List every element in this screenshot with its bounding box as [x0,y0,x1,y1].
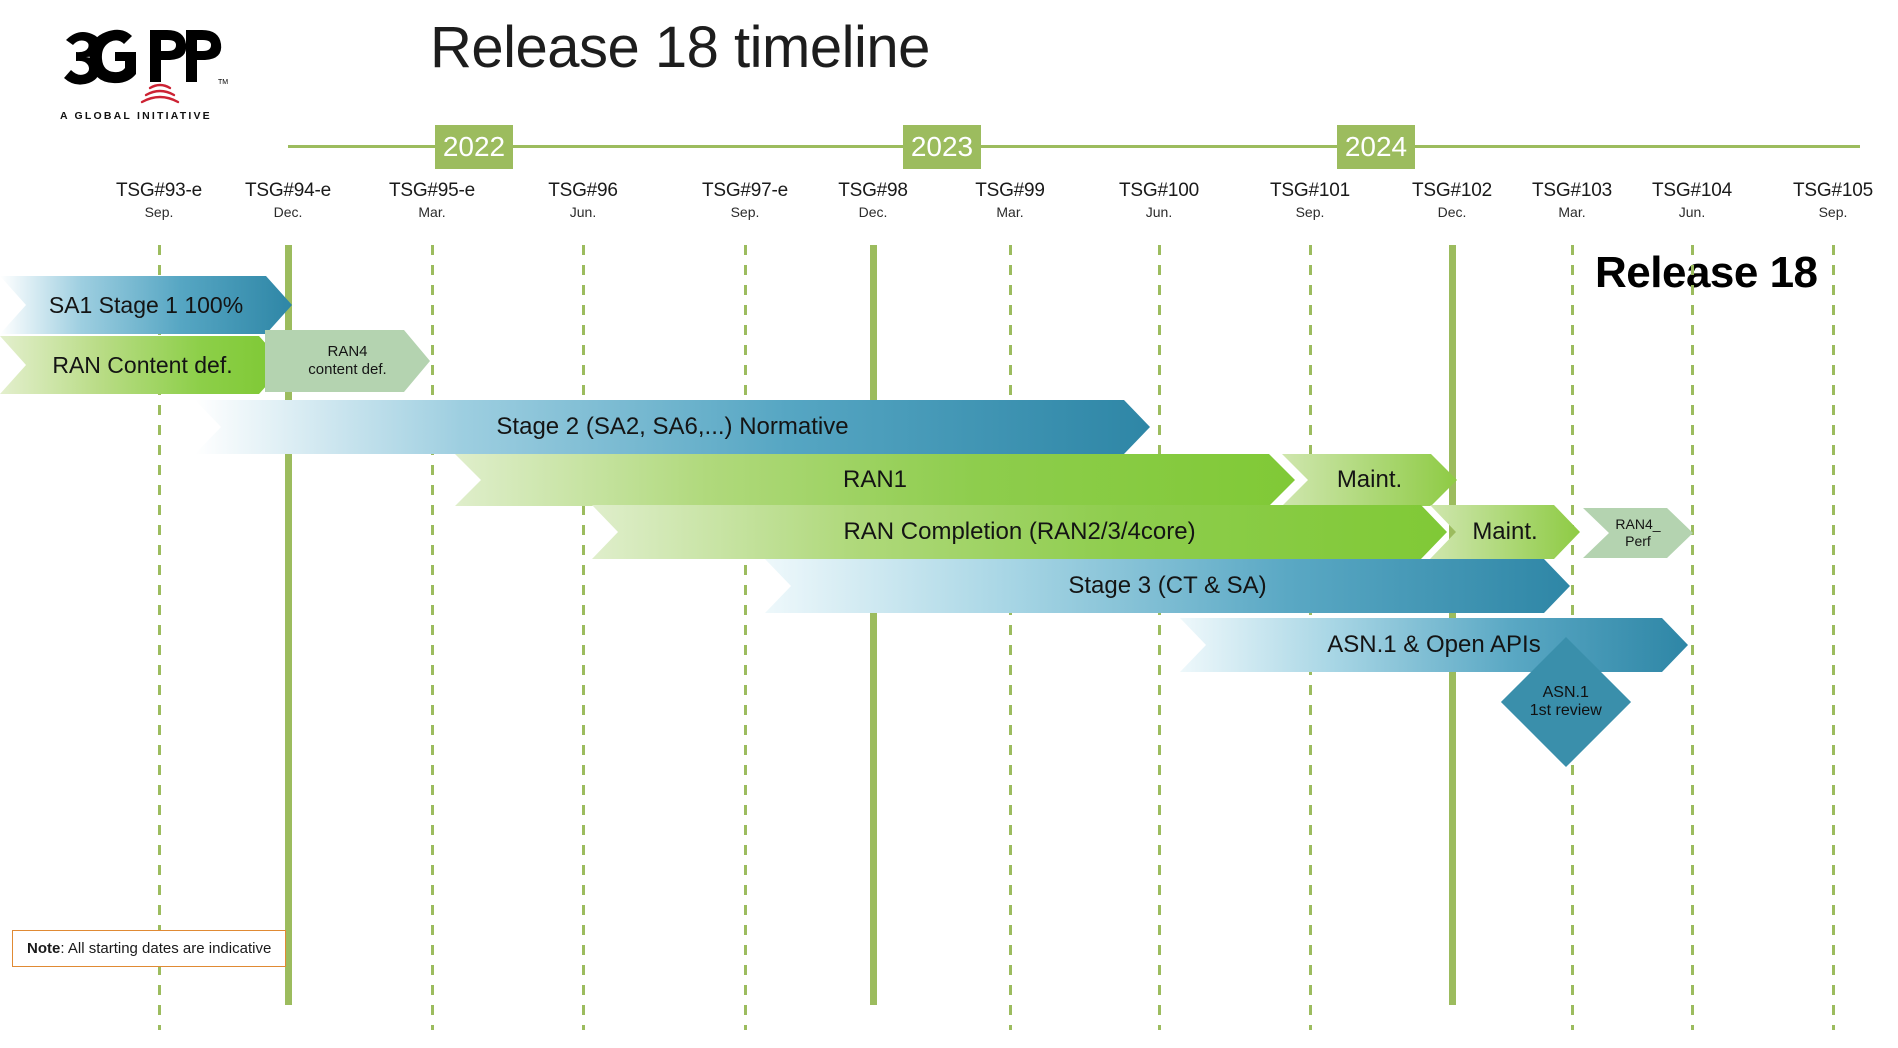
tick-month: Sep. [730,204,760,220]
bar-ran-completion-maint: Maint. [1430,505,1580,559]
bar-sa1-stage-1: SA1 Stage 1 100% [0,276,292,334]
tick-name: TSG#101 [1270,180,1350,201]
note-box: Note: All starting dates are indicative [12,930,287,967]
bar-label-ran1-maint: Maint. [1336,466,1403,493]
tick-name: TSG#99 [975,180,1045,201]
note-text: : All starting dates are indicative [60,940,272,957]
bar-stage-2-normative: Stage 2 (SA2, SA6,...) Normative [195,400,1150,454]
tick-name: TSG#96 [548,180,618,201]
bar-stage-3: Stage 3 (CT & SA) [765,559,1570,613]
tick-month: Mar. [1558,204,1586,220]
diamond-line-1: ASN.1 [1542,683,1590,701]
tick-month: Jun. [1678,204,1706,220]
bar-label-ran-completion: RAN Completion (RAN2/3/4core) [843,518,1196,545]
year-box-2022: 2022 [435,125,513,169]
bar-label-stage-2-normative: Stage 2 (SA2, SA6,...) Normative [496,413,849,440]
gridline-tsg99 [1009,245,1012,1030]
release-badge: Release 18 [1595,248,1818,297]
tick-name: TSG#97-e [701,180,789,201]
year-axis-segment-2 [981,145,1337,148]
tick-month: Jun. [569,204,597,220]
tick-name: TSG#105 [1793,180,1873,201]
note-label: Note [27,940,61,957]
bar-ran-completion: RAN Completion (RAN2/3/4core) [592,505,1447,559]
tick-month: Dec. [1437,204,1467,220]
svg-text:TM: TM [218,79,228,86]
tick-month: Mar. [418,204,446,220]
bar-label-ran4-perf: RAN4_Perf [1615,516,1661,549]
3gpp-logo: TM [58,18,228,118]
bar-ran1: RAN1 [455,454,1295,506]
bar-label-ran-completion-maint: Maint. [1472,518,1538,545]
tick-month: Jun. [1145,204,1173,220]
bar-ran1-maint: Maint. [1282,454,1457,506]
logo-tagline: A GLOBAL INITIATIVE [60,110,212,122]
tick-name: TSG#102 [1412,180,1492,201]
tick-name: TSG#100 [1119,180,1199,201]
gridline-tsg96 [582,245,585,1030]
gridline-tsg93-e [158,245,161,1030]
year-box-2023: 2023 [903,125,981,169]
tick-name: TSG#103 [1532,180,1612,201]
year-box-2024: 2024 [1337,125,1415,169]
tick-name: TSG#95-e [388,180,476,201]
gridline-tsg95-e [431,245,434,1030]
gridline-tsg97-e [744,245,747,1030]
tick-month: Mar. [996,204,1024,220]
bar-ran-content-def: RAN Content def. [0,336,285,394]
tick-name: TSG#98 [838,180,908,201]
gridline-tsg104 [1691,245,1694,1030]
gridline-tsg100 [1158,245,1161,1030]
tick-month: Dec. [858,204,888,220]
tick-month: Sep. [1818,204,1848,220]
tick-name: TSG#94-e [244,180,332,201]
gridline-tsg94-e [285,245,292,1005]
page-title: Release 18 timeline [430,15,930,80]
tick-name: TSG#104 [1652,180,1732,201]
gridline-tsg105 [1832,245,1835,1030]
bar-label-sa1-stage-1: SA1 Stage 1 100% [48,291,244,318]
year-axis-segment-3 [1415,145,1860,148]
bar-label-stage-3: Stage 3 (CT & SA) [1068,572,1267,599]
bar-label-asn1-open-apis: ASN.1 & Open APIs [1327,631,1541,658]
bar-ran4-perf: RAN4_Perf [1583,508,1693,558]
year-axis-segment-1 [513,145,903,148]
tick-month: Sep. [144,204,174,220]
bar-label-ran1: RAN1 [842,466,908,493]
tick-month: Sep. [1295,204,1325,220]
bar-asn1-open-apis: ASN.1 & Open APIs [1180,618,1688,672]
bar-label-ran-content-def: RAN Content def. [52,351,233,378]
tick-month: Dec. [273,204,303,220]
tick-name: TSG#93-e [115,180,203,201]
gridline-tsg98 [870,245,877,1005]
year-axis-segment-0 [288,145,435,148]
diamond-line-2: 1st review [1529,702,1603,719]
